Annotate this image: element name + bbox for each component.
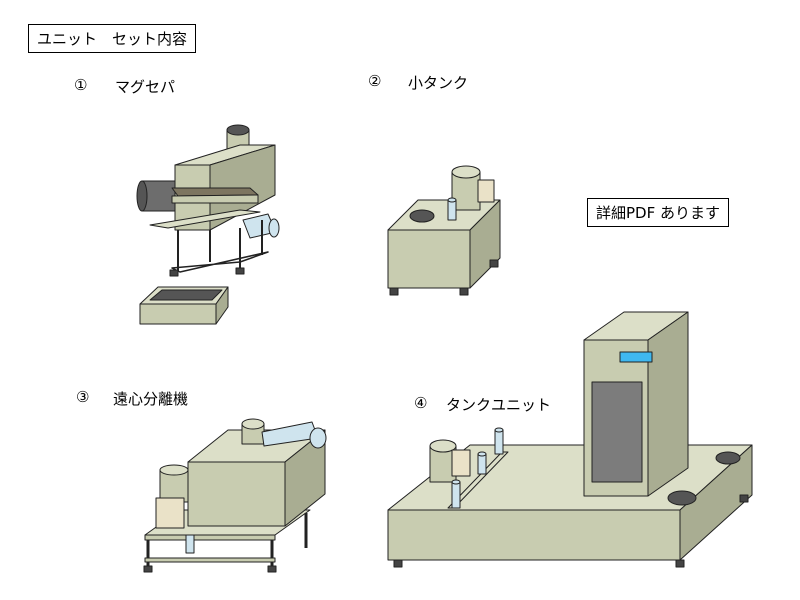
item-2-name: 小タンク bbox=[408, 74, 469, 92]
page-title: ユニット セット内容 bbox=[28, 24, 197, 53]
small-tank-illustration bbox=[387, 165, 501, 296]
item-4-number: ④ bbox=[414, 394, 428, 412]
pdf-note: 詳細PDF あります bbox=[587, 198, 729, 227]
tank-unit-illustration bbox=[387, 311, 753, 568]
item-1-number: ① bbox=[74, 76, 88, 94]
item-4-name: タンクユニット bbox=[446, 396, 552, 414]
item-3-name: 遠心分離機 bbox=[113, 390, 189, 408]
mag-separator-illustration bbox=[136, 124, 280, 325]
centrifuge-illustration bbox=[143, 418, 327, 573]
item-1-name: マグセパ bbox=[115, 78, 176, 96]
item-3-number: ③ bbox=[76, 388, 90, 406]
item-2-number: ② bbox=[368, 72, 382, 90]
